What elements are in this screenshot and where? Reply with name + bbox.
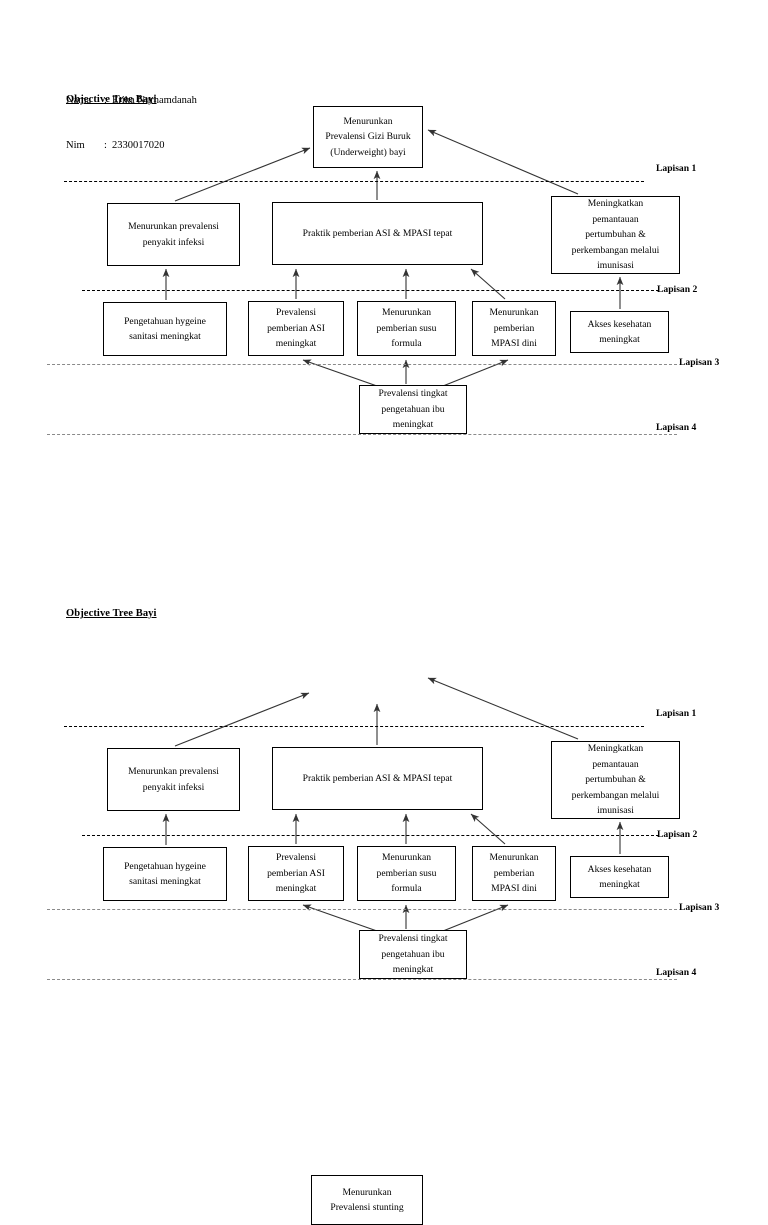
objective-tree-diagram-2: Lapisan 1 Lapisan 2 Lapisan 3 Lapisan 4 …: [0, 545, 768, 1225]
diagram-title-1: Objective Tree Bayi: [66, 94, 157, 105]
student-nim-row: Nim:2330017020: [66, 138, 197, 153]
layer-label-2: Lapisan 2: [657, 284, 698, 295]
diagram-title-2: Objective Tree Bayi: [66, 608, 157, 619]
name-value: Erika Nurhamdanah: [112, 95, 197, 106]
name-label: Nama: [66, 95, 92, 106]
layer-separator-4: [47, 979, 677, 980]
student-name-row: Nama: Erika Nurhamdanah: [66, 93, 197, 108]
layer-separator-4: [47, 434, 677, 435]
student-info: Nama:Erika Nurhamdanah Nim:2330017020: [66, 63, 197, 183]
layer-label-3: Lapisan 3: [679, 902, 720, 913]
layer-separator-3: [47, 364, 677, 365]
layer-separator-1: [64, 181, 644, 182]
nim-value: 2330017020: [112, 140, 165, 151]
layer-label-1: Lapisan 1: [656, 708, 697, 719]
node-praktik-asi-mpasi[interactable]: Praktik pemberian ASI & MPASI tepat: [272, 202, 483, 265]
layer-label-1: Lapisan 1: [656, 163, 697, 174]
layer-separator-2: [82, 290, 659, 291]
layer-label-2: Lapisan 2: [657, 829, 698, 840]
objective-tree-diagram-1: Lapisan 1 Lapisan 2 Lapisan 3 Lapisan 4 …: [0, 0, 768, 470]
node-praktik-asi-mpasi[interactable]: Praktik pemberian ASI & MPASI tepat: [272, 747, 483, 810]
layer-separator-3: [47, 909, 677, 910]
layer-label-3: Lapisan 3: [679, 357, 720, 368]
nim-label: Nim: [66, 140, 85, 151]
layer-label-4: Lapisan 4: [656, 967, 697, 978]
layer-separator-1: [64, 726, 644, 727]
name-colon: :: [104, 95, 107, 106]
layer-label-4: Lapisan 4: [656, 422, 697, 433]
nim-colon: :: [104, 140, 107, 151]
layer-separator-2: [82, 835, 659, 836]
